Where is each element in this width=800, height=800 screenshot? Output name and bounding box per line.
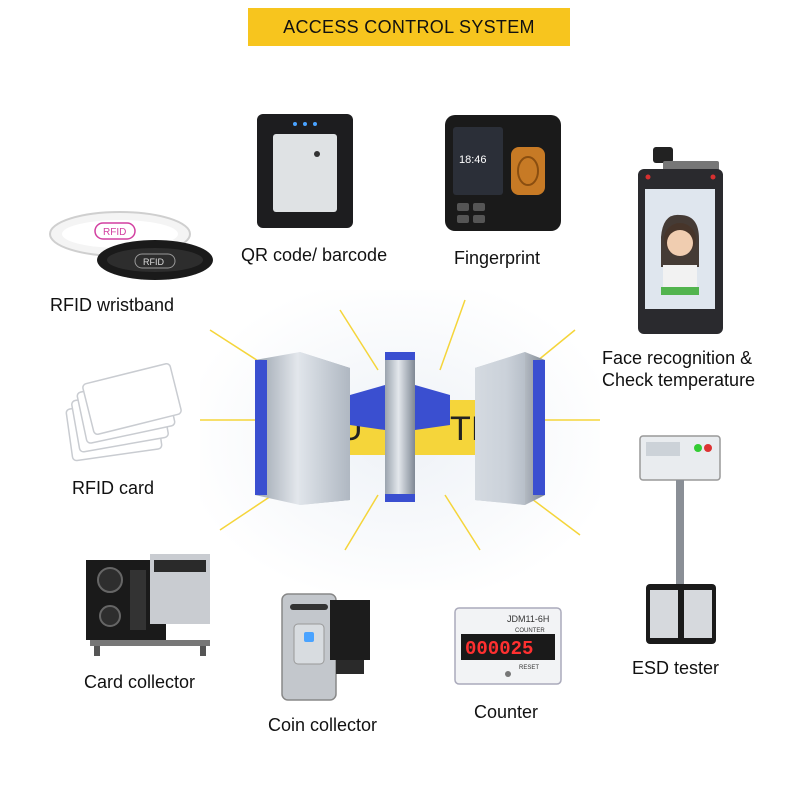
wristband-text-black: RFID [143,257,164,267]
fingerprint-screen-time: 18:46 [459,154,487,166]
face-label: Face recognition & Check temperature [602,347,755,391]
wristband-text-white: RFID [103,227,126,238]
face-label-line2: Check temperature [602,370,756,390]
coin-collector-label: Coin collector [268,715,378,735]
turnstile-illustration: U TI [200,290,600,590]
turnstile-right-cabinet [475,352,545,505]
esd-tester-label: ESD tester [632,658,720,678]
fingerprint-reader-image: 18:46 [445,115,561,231]
rfid-wristband-label: RFID wristband [50,295,175,315]
flap-left [350,385,385,430]
qr-label: QR code/ barcode [241,245,388,265]
face-terminal-image [638,147,723,334]
fingerprint-label: Fingerprint [454,248,541,268]
counter-sublabel: COUNTER [515,628,545,634]
page-title-banner: ACCESS CONTROL SYSTEM [248,8,570,46]
turnstile-middle-cabinet [385,352,415,502]
face-label-line1: Face recognition & [602,348,753,368]
esd-tester-image [639,435,721,644]
qr-reader-image [257,114,353,228]
counter-image: JDM11-6H COUNTER 000025 RESET [454,607,562,685]
rfid-wristband-image: RFID RFID [49,211,213,280]
counter-digits: 000025 [465,638,533,660]
rfid-card-label: RFID card [72,478,155,498]
card-collector-label: Card collector [84,672,196,692]
counter-reset-label: RESET [519,665,539,671]
counter-model: JDM11-6H [507,614,549,624]
page-title: ACCESS CONTROL SYSTEM [283,16,535,37]
flap-right [415,385,450,430]
turnstile-left-cabinet [255,352,350,505]
counter-label: Counter [474,702,539,722]
rfid-card-image [65,363,182,462]
card-collector-image [86,554,210,656]
coin-collector-image [281,593,370,701]
